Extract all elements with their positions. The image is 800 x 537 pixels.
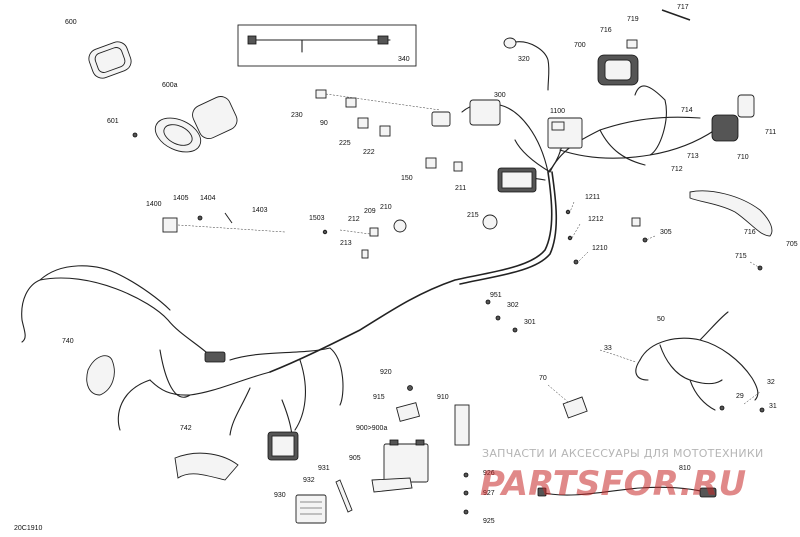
callout-717: 717 (677, 4, 689, 11)
drawing-code: 20C1910 (14, 525, 43, 532)
watermark-logo: PARTSFOR.RU (480, 464, 746, 504)
battery-900 (371, 439, 429, 493)
callout-1503: 1503 (309, 215, 325, 222)
callout-212: 212 (348, 216, 360, 223)
callout-305: 305 (660, 229, 672, 236)
callout-810: 810 (679, 465, 691, 472)
callout-225: 225 (339, 140, 351, 147)
callout-900: 900>900a (356, 425, 387, 432)
callout-70: 70 (539, 375, 547, 382)
handlebar-switch-710 (711, 94, 755, 142)
callout-1405: 1405 (173, 195, 189, 202)
callout-601: 601 (107, 118, 119, 125)
callout-1211: 1211 (585, 194, 600, 201)
callout-209: 209 (364, 208, 376, 215)
callout-230: 230 (291, 112, 303, 119)
secondary-harness (635, 311, 759, 411)
callout-210: 210 (380, 204, 392, 211)
callout-300: 300 (494, 92, 506, 99)
callout-340: 340 (398, 56, 410, 63)
callout-932: 932 (303, 477, 315, 484)
callout-920: 920 (380, 369, 392, 376)
callout-222: 222 (363, 149, 375, 156)
fasteners (407, 209, 765, 515)
callout-32: 32 (767, 379, 775, 386)
callout-915: 915 (373, 394, 385, 401)
callout-705: 705 (786, 241, 798, 248)
sensor-320 (503, 37, 550, 91)
callout-927: 927 (483, 490, 495, 497)
callout-712: 712 (671, 166, 683, 173)
callout-930: 930 (274, 492, 286, 499)
callout-33: 33 (604, 345, 612, 352)
callout-215: 215 (467, 212, 479, 219)
callout-716-right: 716 (744, 229, 756, 236)
rear-cable (537, 486, 717, 498)
callout-320: 320 (518, 56, 530, 63)
callout-714: 714 (681, 107, 693, 114)
callout-211: 211 (455, 185, 466, 192)
callout-1100: 1100 (550, 108, 565, 115)
watermark: ЗАПЧАСТИ И АКСЕССУАРЫ ДЛЯ МОТОТЕХНИКИ PA… (480, 447, 764, 504)
headlight-740 (86, 355, 115, 396)
ecu-module-300 (431, 99, 537, 193)
small-parts-209-213 (322, 214, 498, 259)
callout-715: 715 (735, 253, 747, 260)
callout-713: 713 (687, 153, 699, 160)
callout-1404: 1404 (200, 195, 216, 202)
callout-600a: 600a (162, 82, 178, 89)
callout-labels: 600 600a 601 340 230 90 225 222 300 320 … (62, 4, 798, 525)
callout-951: 951 (490, 292, 502, 299)
detail-box-340 (237, 24, 417, 67)
callout-1212: 1212 (588, 216, 604, 223)
callout-29: 29 (736, 393, 744, 400)
callout-905: 905 (349, 455, 361, 462)
callout-600: 600 (65, 19, 77, 26)
callout-1400: 1400 (146, 201, 162, 208)
regulator-930 (295, 479, 353, 524)
callout-711: 711 (765, 129, 776, 136)
connectors-cluster (315, 89, 463, 172)
callout-740: 740 (62, 338, 74, 345)
callout-90: 90 (320, 120, 328, 127)
callout-31: 31 (769, 403, 777, 410)
bracket-1400 (162, 212, 286, 233)
relay-box-1100 (547, 117, 583, 149)
gauge-bezel (132, 117, 202, 153)
callout-1403: 1403 (252, 207, 268, 214)
callout-719: 719 (627, 16, 639, 23)
callout-150: 150 (401, 175, 413, 182)
cover-742 (174, 452, 239, 481)
main-harness (21, 85, 716, 451)
battery-bracket-910 (395, 402, 470, 446)
callout-213: 213 (340, 240, 352, 247)
callout-700: 700 (574, 42, 586, 49)
callout-910: 910 (437, 394, 449, 401)
watermark-tagline: ЗАПЧАСТИ И АКСЕССУАРЫ ДЛЯ МОТОТЕХНИКИ (482, 447, 764, 460)
gauge-cover-600a (192, 96, 238, 140)
callout-1210: 1210 (592, 245, 608, 252)
callout-716-top: 716 (600, 27, 612, 34)
callout-931: 931 (318, 465, 330, 472)
callout-301: 301 (524, 319, 536, 326)
callout-926: 926 (483, 470, 495, 477)
label-sticker-70 (547, 384, 588, 419)
handlebar-switch-700 (597, 9, 691, 86)
fuse-box-harness (204, 351, 299, 461)
callout-50: 50 (657, 316, 665, 323)
callout-710: 710 (737, 154, 749, 161)
callout-742: 742 (180, 425, 192, 432)
handguard-705 (689, 190, 773, 237)
gauge-cluster-600 (88, 41, 132, 79)
callout-925: 925 (483, 518, 495, 525)
callout-302: 302 (507, 302, 519, 309)
